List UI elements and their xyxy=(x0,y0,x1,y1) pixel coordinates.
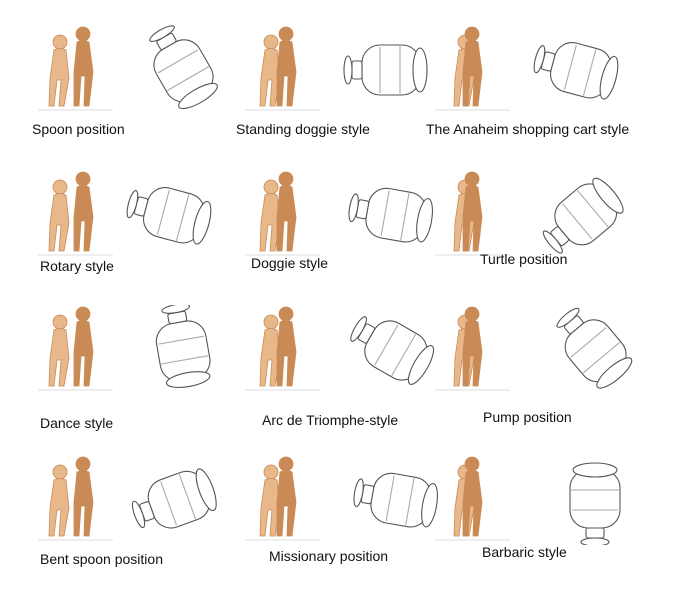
item-caption: Rotary style xyxy=(40,258,114,274)
item-caption: Bent spoon position xyxy=(40,551,163,567)
device-sketch-icon xyxy=(353,472,438,528)
device-illustration xyxy=(350,455,450,545)
figure-pair-illustration-icon xyxy=(38,456,113,541)
item-caption: Doggie style xyxy=(251,255,329,271)
figure-pair-illustration-icon xyxy=(435,456,510,541)
device-sketch-icon xyxy=(350,316,435,385)
figure-pair-illustration-icon xyxy=(435,306,510,391)
device-illustration xyxy=(345,305,445,395)
device-sketch-icon xyxy=(343,44,428,96)
figure-pair-illustration-icon xyxy=(245,456,320,541)
figure-pair-illustration-icon xyxy=(38,306,113,391)
illustration-item xyxy=(235,300,455,440)
device-illustration xyxy=(530,25,630,115)
device-illustration xyxy=(545,455,645,547)
figure-pair-illustration-icon xyxy=(435,171,510,256)
illustration-item xyxy=(28,20,248,160)
illustration-item xyxy=(235,20,455,160)
device-illustration xyxy=(545,305,645,395)
illustration-item xyxy=(28,450,248,590)
device-sketch-icon xyxy=(126,187,212,245)
device-illustration xyxy=(535,170,635,260)
device-sketch-icon xyxy=(348,187,433,243)
item-caption: The Anaheim shopping cart style xyxy=(426,121,630,137)
illustration-item xyxy=(235,450,455,590)
device-sketch-icon xyxy=(149,25,218,110)
illustration-item xyxy=(28,300,248,440)
device-sketch-icon xyxy=(131,468,217,529)
device-sketch-icon xyxy=(556,307,633,389)
figure-pair-illustration-icon xyxy=(435,26,510,111)
illustration-item xyxy=(425,450,645,590)
illustration-item xyxy=(425,300,645,440)
item-caption: Arc de Triomphe-style xyxy=(262,412,399,428)
device-sketch-icon xyxy=(542,177,624,254)
item-caption: Missionary position xyxy=(269,548,389,564)
device-illustration xyxy=(123,170,223,260)
device-illustration xyxy=(133,303,233,395)
device-illustration xyxy=(340,25,440,115)
illustration-item xyxy=(28,165,248,305)
item-caption: Pump position xyxy=(483,409,572,425)
item-caption: Dance style xyxy=(40,415,114,431)
item-caption: Barbaric style xyxy=(482,544,567,560)
illustration-item xyxy=(425,20,645,160)
device-sketch-icon xyxy=(569,462,621,547)
figure-pair-illustration-icon xyxy=(38,26,113,111)
illustration-item xyxy=(235,165,455,305)
device-illustration xyxy=(133,25,233,115)
item-caption: Spoon position xyxy=(32,121,125,137)
item-caption: Turtle position xyxy=(480,251,568,267)
figure-pair-illustration-icon xyxy=(245,171,320,256)
figure-pair-illustration-icon xyxy=(245,306,320,391)
figure-pair-illustration-icon xyxy=(38,171,113,256)
item-caption: Standing doggie style xyxy=(236,121,370,137)
device-illustration xyxy=(128,455,228,545)
device-sketch-icon xyxy=(533,42,619,100)
device-sketch-icon xyxy=(155,303,211,388)
device-illustration xyxy=(345,170,445,260)
figure-pair-illustration-icon xyxy=(245,26,320,111)
illustration-item xyxy=(425,165,645,305)
